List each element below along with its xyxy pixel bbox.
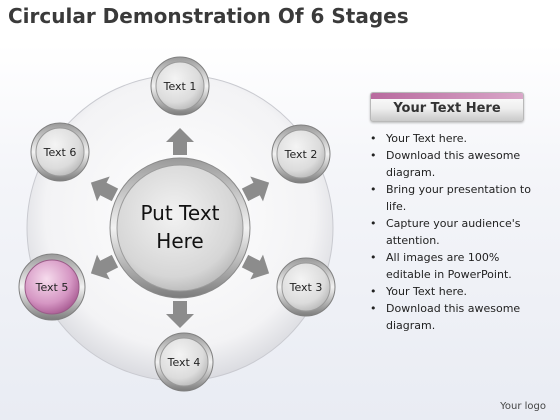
center-label-line-1: Put Text <box>140 201 219 225</box>
arrow-to-text-1 <box>166 128 194 155</box>
text-header-label: Your Text Here <box>393 101 501 116</box>
text-header-bar: Your Text Here <box>370 92 524 122</box>
bullet-item: Download this awesome diagram. <box>368 300 540 334</box>
page-title: Circular Demonstration Of 6 Stages <box>8 4 409 28</box>
arrow-to-text-4 <box>166 301 194 328</box>
stage-node-5-highlighted: Text 5 <box>18 253 86 321</box>
stage-label-2: Text 2 <box>284 148 318 161</box>
arrows <box>90 128 270 328</box>
stage-label-4: Text 4 <box>167 356 201 369</box>
stage-node-3: Text 3 <box>276 257 336 317</box>
header-accent-stripe <box>371 93 523 99</box>
bullet-item: Your Text here. <box>368 130 540 147</box>
stage-label-5: Text 5 <box>35 281 69 294</box>
bullet-item: Bring your presentation to life. <box>368 181 540 215</box>
bullet-list: Your Text here. Download this awesome di… <box>368 130 540 334</box>
stage-label-1: Text 1 <box>163 80 197 93</box>
arrow-to-text-6 <box>90 176 119 202</box>
stage-node-4: Text 4 <box>154 332 214 392</box>
center-label-line-2: Here <box>156 229 203 253</box>
stage-node-2: Text 2 <box>271 124 331 184</box>
footer-logo: Your logo <box>500 401 546 412</box>
bullet-item: Capture your audience's attention. <box>368 215 540 249</box>
arrow-to-text-2 <box>241 176 270 202</box>
arrow-to-text-5 <box>90 254 119 280</box>
bullet-item: Download this awesome diagram. <box>368 147 540 181</box>
center-node: Put Text Here <box>109 157 251 299</box>
stage-node-6: Text 6 <box>30 122 90 182</box>
bullet-item: Your Text here. <box>368 283 540 300</box>
stage-label-3: Text 3 <box>289 281 323 294</box>
stage-node-1: Text 1 <box>150 56 210 116</box>
arrow-to-text-3 <box>241 254 270 280</box>
stage-label-6: Text 6 <box>43 146 77 159</box>
bullet-item: All images are 100% editable in PowerPoi… <box>368 249 540 283</box>
